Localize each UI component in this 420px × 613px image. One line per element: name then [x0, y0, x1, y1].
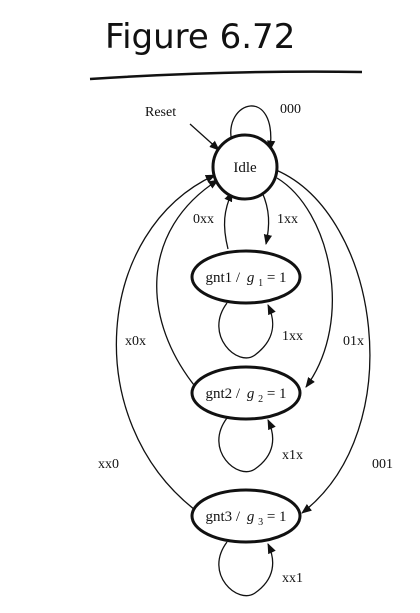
idle-self-loop: [230, 105, 276, 152]
gnt3-self-loop: [218, 541, 276, 597]
state-gnt2: gnt2 / g 2 = 1: [190, 365, 302, 421]
reset-arrow: [189, 123, 220, 151]
gnt2-self-loop: [218, 417, 276, 473]
edge-gnt1-to-idle: [223, 191, 233, 250]
label-idle-to-gnt1: 1xx: [277, 212, 298, 227]
label-idle-self: 000: [280, 102, 301, 117]
edge-gnt3-to-idle: [115, 174, 216, 511]
gnt1-self-loop: [218, 302, 276, 359]
state-gnt3-shape: [190, 488, 302, 544]
state-gnt3: gnt3 / g 3 = 1: [190, 488, 302, 544]
state-idle-label: Idle: [233, 160, 257, 176]
state-gnt2-label: gnt2 / g 2 = 1: [205, 386, 286, 406]
state-idle-shape: [211, 133, 279, 201]
state-gnt2-shape: [190, 365, 302, 421]
state-gnt1: gnt1 / g 1 = 1: [190, 249, 302, 305]
state-gnt1-shape: [190, 249, 302, 305]
label-gnt1-to-idle: 0xx: [193, 212, 214, 227]
figure-title: Figure 6.72: [105, 17, 295, 57]
label-idle-to-gnt3: 001: [372, 457, 393, 472]
label-gnt3-to-idle: xx0: [98, 457, 119, 472]
state-gnt1-label: gnt1 / g 1 = 1: [205, 270, 286, 290]
label-gnt3-self: xx1: [282, 571, 303, 586]
label-gnt2-to-idle: x0x: [125, 334, 146, 349]
label-gnt1-self: 1xx: [282, 329, 303, 344]
label-gnt2-self: x1x: [282, 448, 303, 463]
title-underline: [89, 70, 363, 81]
state-gnt3-label: gnt3 / g 3 = 1: [205, 509, 286, 529]
edge-gnt2-to-idle: [156, 179, 219, 391]
state-idle: Idle: [211, 133, 279, 201]
edge-idle-to-gnt3: [275, 169, 371, 514]
edge-idle-to-gnt2: [276, 177, 333, 388]
edge-idle-to-gnt1: [261, 191, 272, 246]
reset-label: Reset: [145, 105, 176, 120]
label-idle-to-gnt2: 01x: [343, 334, 364, 349]
